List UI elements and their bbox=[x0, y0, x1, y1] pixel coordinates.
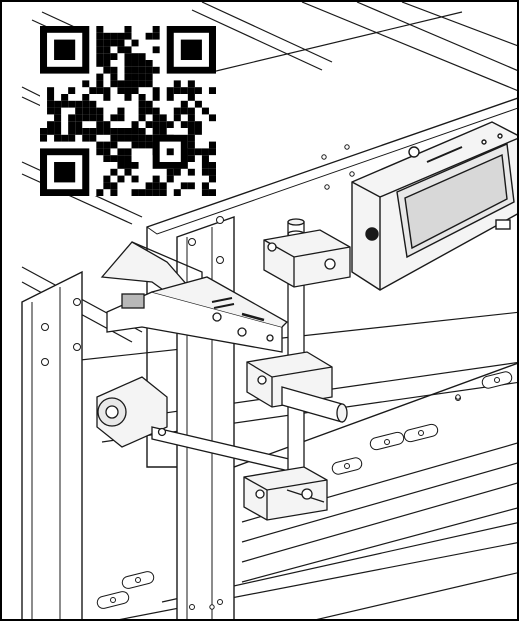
lower-left-clamp bbox=[96, 376, 303, 475]
touchscreen-controller bbox=[351, 121, 517, 291]
plate-bolts bbox=[209, 144, 461, 610]
middle-clamp bbox=[246, 351, 348, 423]
qr-code bbox=[40, 26, 216, 196]
lower-clamp bbox=[243, 466, 328, 521]
chain-links bbox=[96, 371, 513, 609]
left-post bbox=[21, 270, 83, 619]
qr-code-modules bbox=[40, 26, 216, 196]
upper-clamp bbox=[263, 229, 351, 288]
print-head bbox=[100, 241, 289, 353]
